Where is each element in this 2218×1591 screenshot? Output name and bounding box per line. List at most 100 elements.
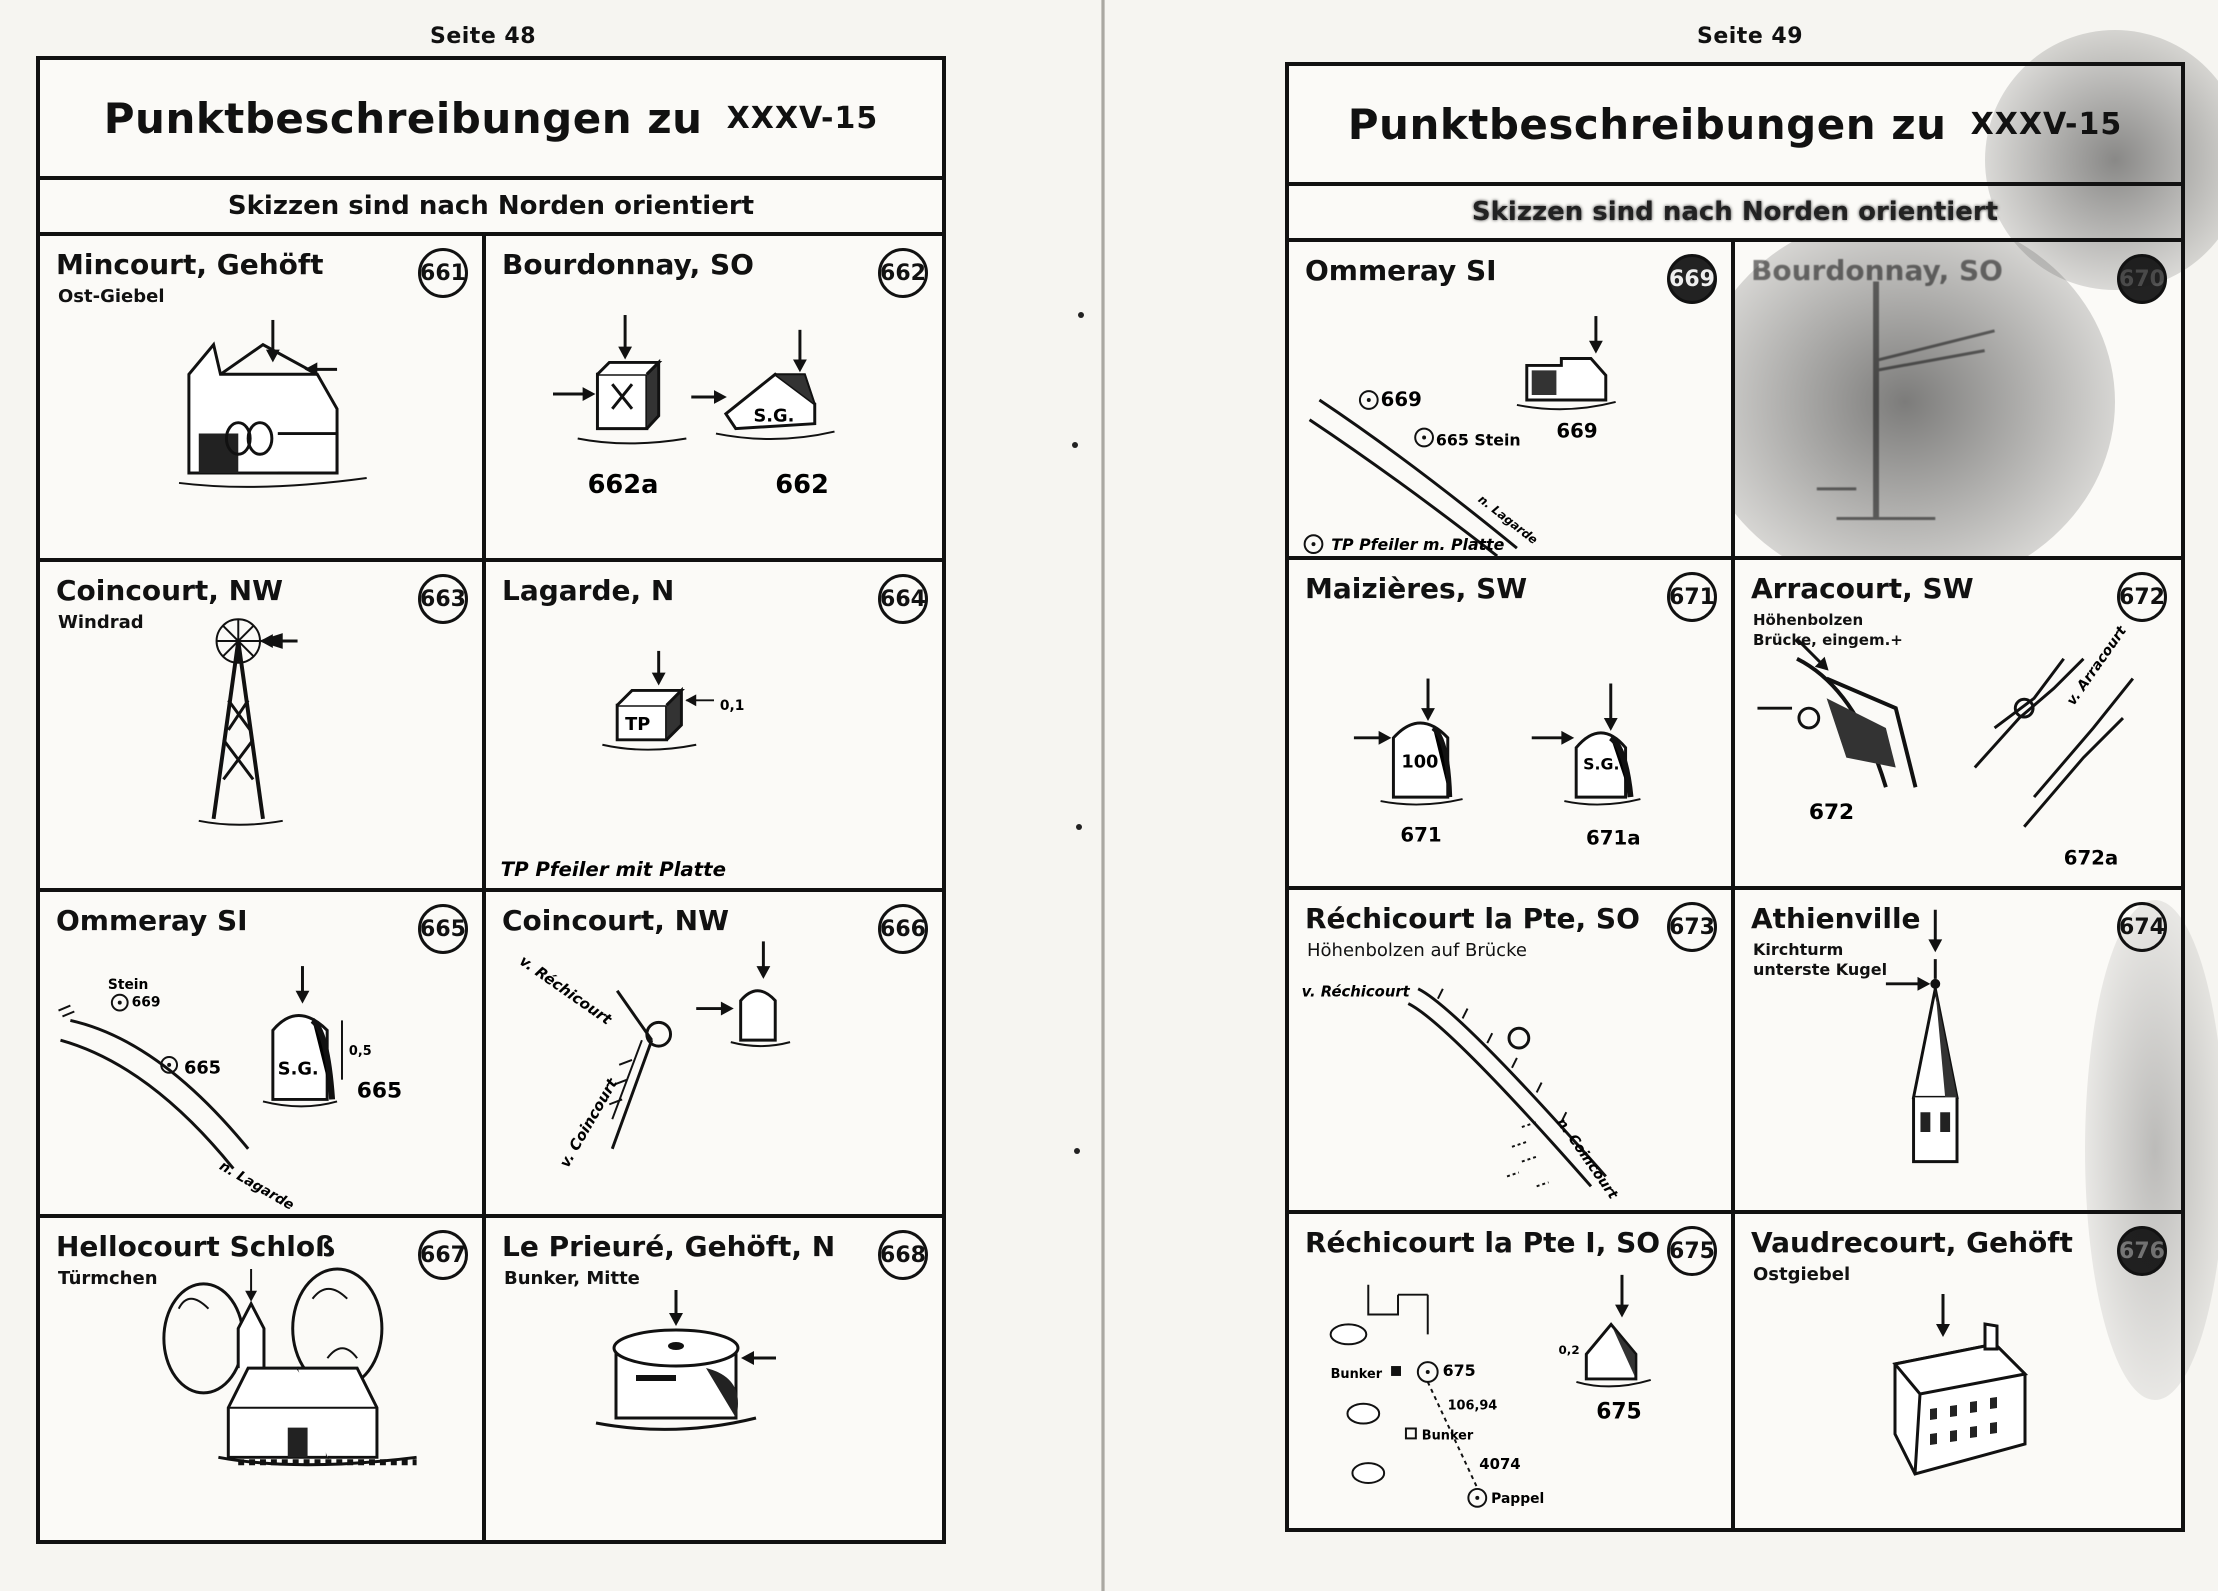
road-markers-sketch: 669 665 Stein 669 TP Pfeiler m. Platte n… — [1303, 316, 1616, 556]
point-name: Vaudrecourt, Gehöft — [1751, 1226, 2073, 1259]
point-name: Mincourt, Gehöft — [56, 248, 324, 281]
description-sheet-right: Punktbeschreibungen zu XXXV-15 Skizzen s… — [1285, 62, 2185, 1532]
sketch-label: TP Pfeiler m. Platte — [1331, 535, 1504, 554]
boundary-stones-sketch: 100 S.G. 671 671a — [1353, 678, 1641, 850]
bridge-road-sketch: v. Réchicourt n. Coincourt — [1302, 984, 1622, 1204]
point-note: Windrad — [58, 612, 144, 633]
right-page: Seite 49 Punktbeschreibungen zu XXXV-15 … — [1105, 0, 2218, 1591]
sketch-label: 662a — [588, 470, 659, 500]
castle-sketch — [162, 1267, 417, 1467]
point-number-badge: 670 — [2117, 254, 2167, 304]
sketch-label: 665 — [357, 1078, 402, 1103]
church-tower-sketch — [1885, 909, 1959, 1164]
sketch-label: 669 — [132, 995, 161, 1011]
point-note: Höhenbolzen auf Brücke — [1307, 940, 1527, 961]
sketch-label: S.G. — [278, 1060, 319, 1080]
point-number-badge: 668 — [878, 1230, 928, 1280]
sketch-label: Bunker — [1422, 1428, 1474, 1443]
page-number-right: Seite 49 — [1697, 24, 1804, 49]
point-cell-668: Le Prieuré, Gehöft, N Bunker, Mitte 668 — [486, 1218, 942, 1542]
sketch-label: 671 — [1400, 824, 1441, 847]
point-cell-663: Coincourt, NW Windrad 663 — [40, 562, 486, 892]
point-note: Ostgiebel — [1753, 1264, 1851, 1285]
point-name: Maizières, SW — [1305, 572, 1528, 605]
sketch-label: TP — [625, 714, 650, 735]
point-name: Arracourt, SW — [1751, 572, 1974, 605]
point-number-badge: 673 — [1667, 902, 1717, 952]
point-cell-664: TP 0,1 TP Pfeiler mit Platte Lagarde, N … — [486, 562, 942, 892]
point-cell-670: Bourdonnay, SO 670 — [1735, 242, 2181, 560]
sketch-label: 671a — [1586, 827, 1641, 850]
mast-sketch — [1816, 281, 1995, 520]
stone-markers-sketch: S.G. 662a 662 — [553, 315, 835, 500]
sketch-label: Stein — [108, 977, 149, 993]
sheet-subtitle-left: Skizzen sind nach Norden orientiert — [40, 180, 942, 236]
sheet-code: XXXV-15 — [1970, 106, 2123, 142]
point-note: Höhenbolzen Brücke, eingem.+ — [1753, 611, 1903, 649]
tp-pillar-sketch: TP 0,1 TP Pfeiler mit Platte — [501, 650, 744, 881]
sheet-code: XXXV-15 — [726, 100, 879, 136]
sketch-label: n. Coincourt — [1553, 1115, 1621, 1203]
point-cell-673: v. Réchicourt n. Coincourt Réchicourt la… — [1289, 890, 1735, 1214]
sheet-subtitle-right: Skizzen sind nach Norden orientiert — [1289, 186, 2181, 242]
point-number-badge: 665 — [418, 904, 468, 954]
point-cell-669: 669 665 Stein 669 TP Pfeiler m. Platte n… — [1289, 242, 1735, 560]
sketch-label: 665 — [184, 1059, 221, 1079]
sketch-label: 672a — [2064, 846, 2119, 869]
book-gutter — [1101, 0, 1105, 1591]
sketch-label: TP Pfeiler mit Platte — [501, 858, 726, 881]
sheet-title-text: Punktbeschreibungen zu — [103, 93, 703, 143]
point-cell-674: Athienville Kirchturm unterste Kugel 674 — [1735, 890, 2181, 1214]
point-number-badge: 669 — [1667, 254, 1717, 304]
point-number-badge: 661 — [418, 248, 468, 298]
sheet-title-right: Punktbeschreibungen zu XXXV-15 — [1289, 66, 2181, 186]
point-name: Ommeray SI — [1305, 254, 1497, 287]
description-sheet-left: Punktbeschreibungen zu XXXV-15 Skizzen s… — [36, 56, 946, 1544]
sketch-label: S.G. — [1583, 754, 1619, 773]
sketch-label: 669 — [1381, 388, 1422, 411]
point-number-badge: 666 — [878, 904, 928, 954]
point-number-badge: 667 — [418, 1230, 468, 1280]
bridge-sketch: 672 672a v. Arracourt — [1757, 622, 2135, 869]
sketch-label: 665 Stein — [1436, 430, 1521, 449]
farm-building-sketch — [1892, 1294, 2029, 1476]
point-note: Kirchturm unterste Kugel — [1753, 940, 1888, 979]
point-cell-676: Vaudrecourt, Gehöft Ostgiebel 676 — [1735, 1214, 2181, 1528]
point-name: Bourdonnay, SO — [502, 248, 754, 281]
point-name: Lagarde, N — [502, 574, 675, 607]
sketch-label: 106,94 — [1448, 1399, 1498, 1414]
bunker-sketch — [595, 1290, 776, 1431]
sketch-label: n. Lagarde — [217, 1158, 297, 1214]
point-name: Ommeray SI — [56, 904, 248, 937]
sketch-label: v. Coincourt — [557, 1075, 622, 1171]
point-name: Athienville — [1751, 902, 1921, 935]
point-cell-666: v. Réchicourt v. Coincourt Coincourt, NW… — [486, 892, 942, 1218]
point-number-badge: 672 — [2117, 572, 2167, 622]
point-number-badge: 676 — [2117, 1226, 2167, 1276]
point-cell-661: Mincourt, Gehöft Ost-Giebel 661 — [40, 236, 486, 562]
point-name: Le Prieuré, Gehöft, N — [502, 1230, 836, 1263]
point-name: Coincourt, NW — [502, 904, 729, 937]
sketch-label: 662 — [775, 470, 829, 500]
point-note: Türmchen — [58, 1268, 158, 1289]
point-note: Ost-Giebel — [58, 286, 165, 307]
road-stone-sketch: Stein 669 665 S.G. 0,5 665 n. Lagarde — [58, 966, 402, 1214]
sheet-title-text: Punktbeschreibungen zu — [1347, 99, 1947, 149]
sketch-label: v. Réchicourt — [1302, 984, 1411, 1001]
point-name: Bourdonnay, SO — [1751, 254, 2003, 287]
sketch-label: 669 — [1556, 420, 1597, 443]
point-note: Bunker, Mitte — [504, 1268, 640, 1289]
point-name: Hellocourt Schloß — [56, 1230, 336, 1263]
point-number-badge: 662 — [878, 248, 928, 298]
sketch-label: S.G. — [754, 407, 795, 427]
point-name: Coincourt, NW — [56, 574, 283, 607]
point-cell-672: 672 672a v. Arracourt Arracourt, SW Höhe… — [1735, 560, 2181, 890]
sketch-label: Pappel — [1491, 1491, 1544, 1507]
farmhouse-sketch — [178, 319, 367, 488]
road-junction-sketch: v. Réchicourt v. Coincourt — [516, 941, 791, 1171]
point-number-badge: 663 — [418, 574, 468, 624]
point-cell-675: Bunker 675 106,94 Bunker 4074 Pappel 0,2… — [1289, 1214, 1735, 1528]
point-cell-665: Stein 669 665 S.G. 0,5 665 n. Lagarde Om… — [40, 892, 486, 1218]
site-plan-sketch: Bunker 675 106,94 Bunker 4074 Pappel 0,2… — [1329, 1274, 1652, 1508]
left-page: Seite 48 Punktbeschreibungen zu XXXV-15 … — [0, 0, 1105, 1591]
